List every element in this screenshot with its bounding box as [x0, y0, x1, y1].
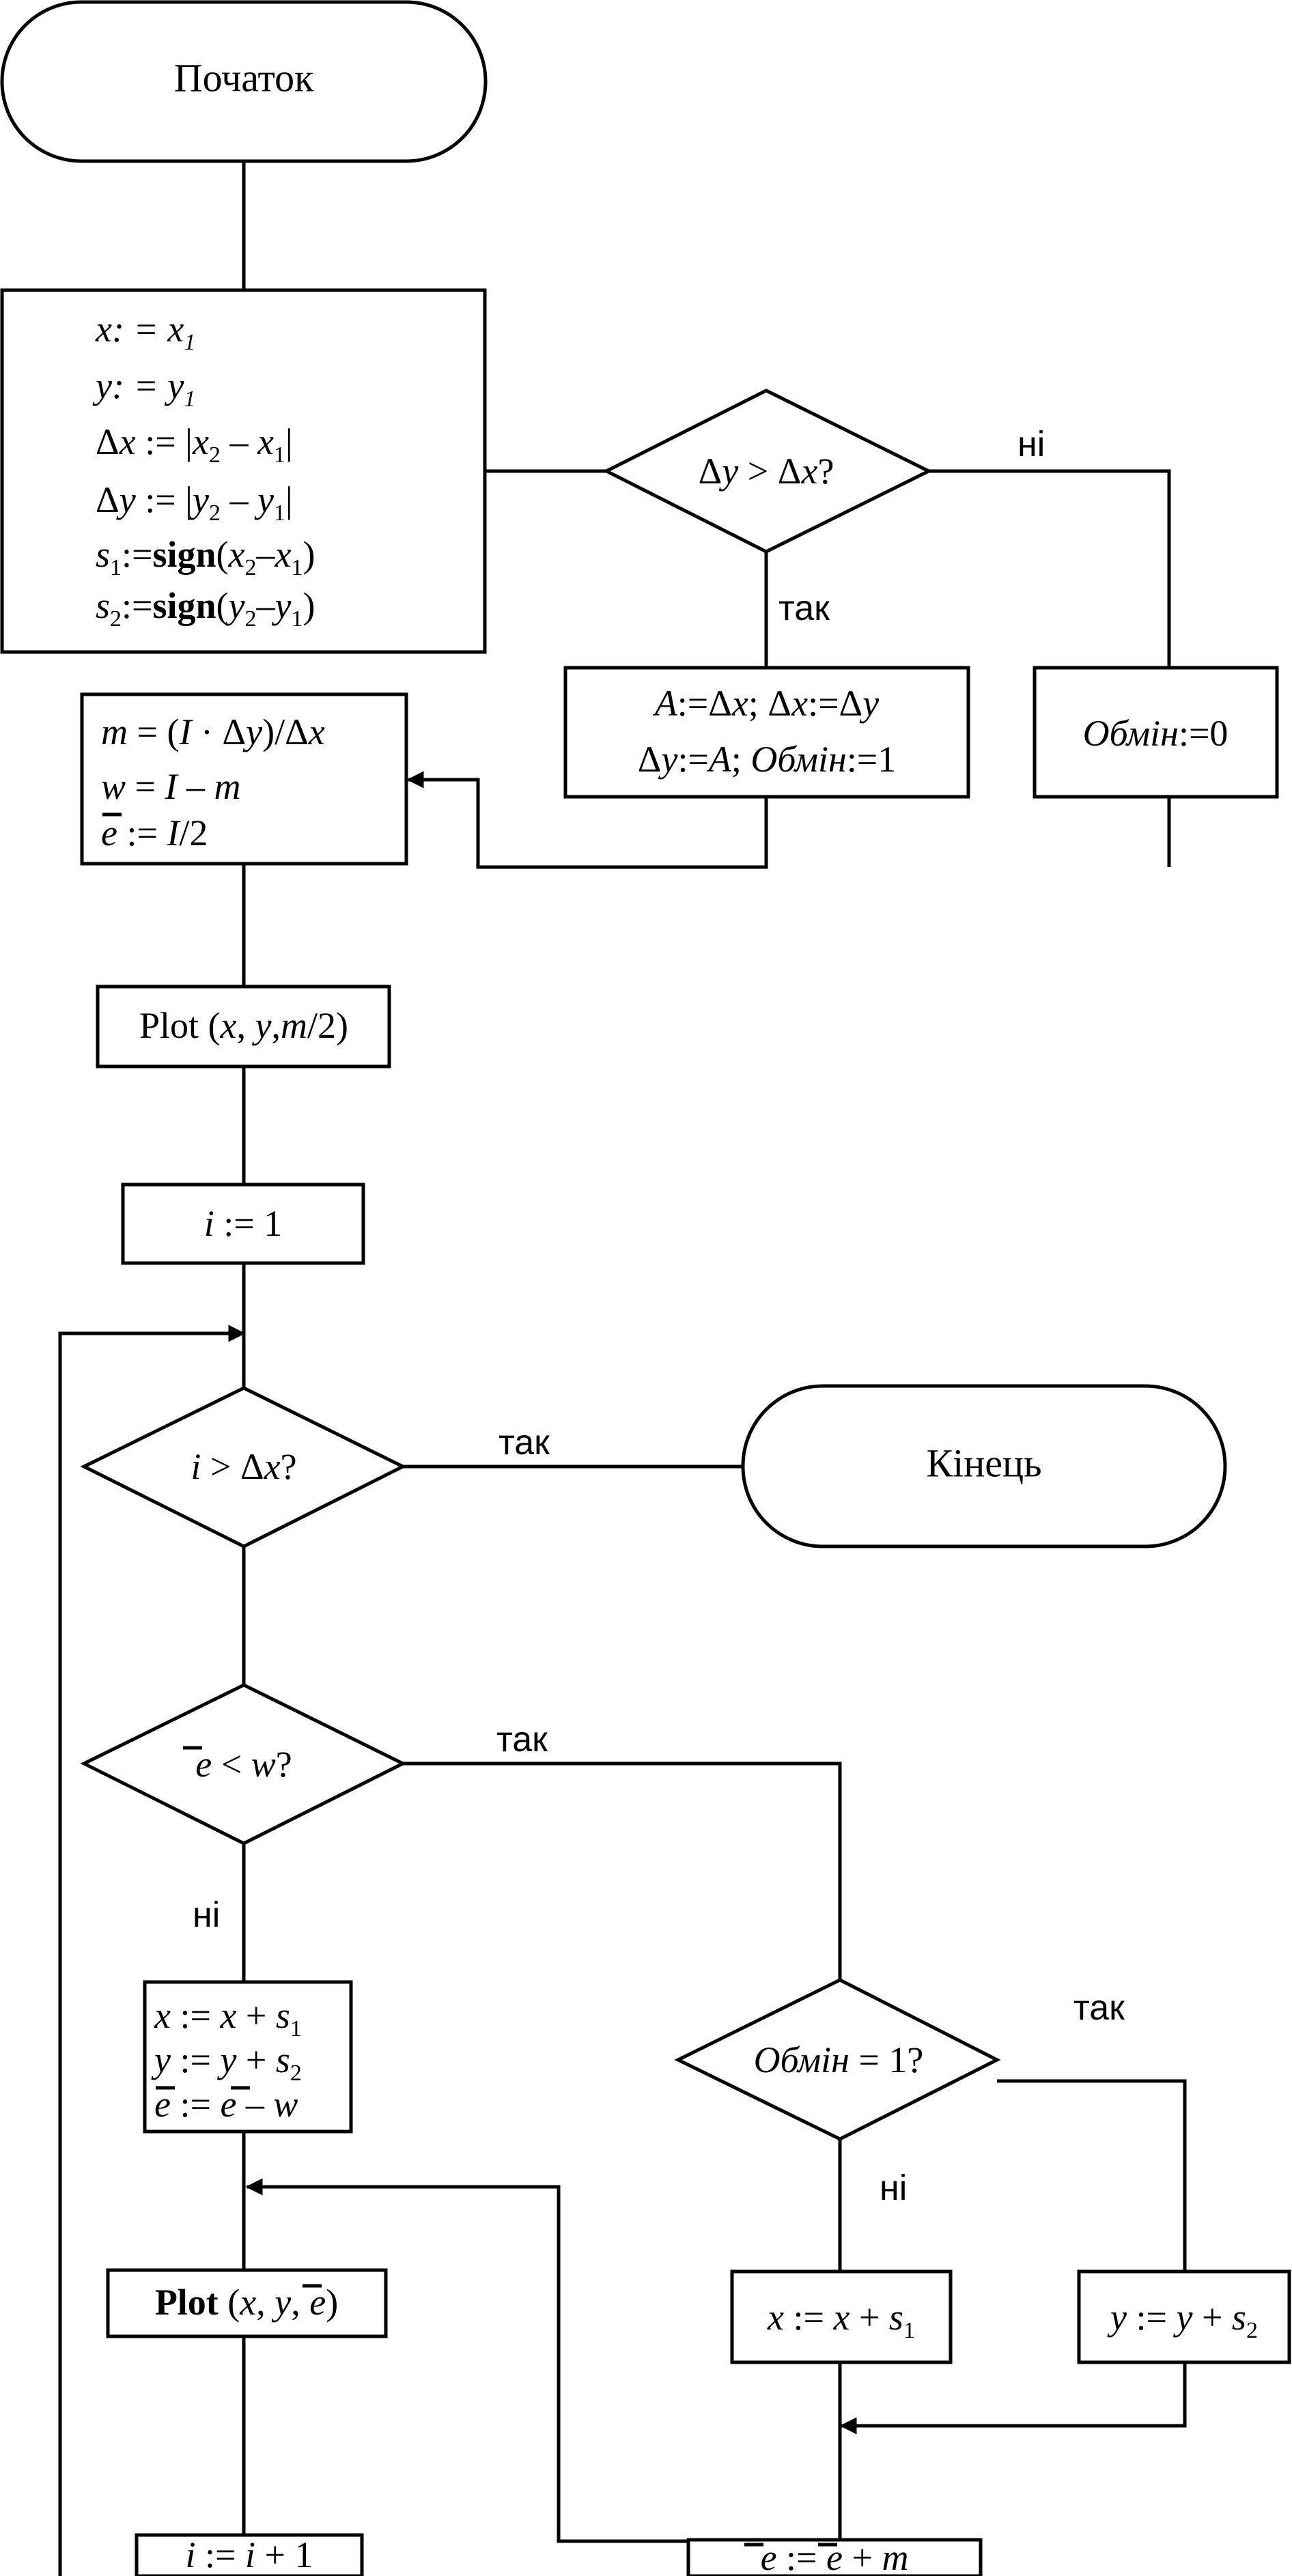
plot-1-block: Plot (x, y,m/2) [96, 985, 391, 1068]
swap-block: A:=Δx; Δx:=Δy Δy:=A; Обмін:=1 [563, 666, 970, 799]
decision-swap-eq-1: Обмін = 1? [674, 1978, 1001, 2141]
params-line-1: m = (I · Δy)/Δx [101, 711, 325, 752]
init-line-1: x: = x1 [95, 309, 195, 355]
start-terminal: Початок [0, 0, 488, 163]
params-line-2: w = I – m [101, 766, 240, 807]
i-inc-block: i := i + 1 [135, 2533, 364, 2576]
i-init-block: i := 1 [121, 1183, 365, 1265]
plot-1-text: Plot (x, y,m/2) [139, 1005, 348, 1046]
params-line-3: e := I/2 [101, 812, 208, 853]
init-block: x: = x1 y: = y1 Δx := |x2 – x1| Δy := |y… [0, 288, 487, 654]
e-inc-block: e := e + m [686, 2537, 983, 2576]
end-label: Кінець [926, 1441, 1041, 1485]
plot-2-block: Plot (x, y, e) [106, 2268, 388, 2338]
plot-2-text: Plot (x, y, e) [155, 2282, 338, 2323]
decision-4-no-label: ні [880, 2168, 907, 2208]
decision-1-yes-label: так [778, 589, 830, 628]
step-x-text: x := x + s1 [767, 2297, 915, 2343]
decision-3-no-label: ні [193, 1895, 220, 1935]
step-y-block: y := y + s2 [1077, 2269, 1291, 2364]
start-label: Початок [174, 55, 314, 100]
i-init-text: i := 1 [204, 1203, 282, 1244]
step-both-line-3: e := e – w [154, 2084, 298, 2125]
noswap-block: Обмін:=0 [1033, 666, 1279, 799]
i-inc-text: i := i + 1 [186, 2534, 313, 2575]
decision-1-no-label: ні [1017, 425, 1045, 464]
init-line-2: y: = y1 [92, 365, 195, 412]
swap-line-2: Δy:=A; Обмін:=1 [638, 739, 897, 780]
decision-3-text: e < w? [195, 1744, 292, 1785]
init-line-4: Δy := |y2 – y1| [96, 479, 293, 526]
step-both-block: x := x + s1 y := y + s2 e := e – w [143, 1980, 353, 2134]
init-line-3: Δx := |x2 – x1| [96, 421, 293, 468]
decision-2-text: i > Δx? [191, 1446, 296, 1487]
decision-e-lt-w: e < w? [80, 1683, 407, 1845]
step-y-text: y := y + s2 [1107, 2297, 1258, 2343]
decision-2-yes-label: так [498, 1423, 550, 1462]
init-line-6: s2:=sign(y2–y1) [96, 585, 315, 632]
decision-4-yes-label: так [1073, 1988, 1125, 2028]
step-both-line-1: x := x + s1 [154, 1995, 302, 2041]
noswap-text: Обмін:=0 [1083, 713, 1228, 754]
decision-3-yes-label: так [496, 1720, 548, 1759]
decision-i-gt-dx: i > Δx? [80, 1386, 407, 1548]
init-line-5: s1:=sign(x2–x1) [96, 534, 315, 580]
decision-1-text: Δy > Δx? [699, 451, 834, 492]
connectors [58, 161, 1187, 2576]
end-terminal: Кінець [741, 1384, 1227, 1548]
decision-4-text: Обмін = 1? [754, 2039, 924, 2080]
step-x-block: x := x + s1 [730, 2269, 953, 2364]
decision-dy-gt-dx: Δy > Δx? [602, 388, 933, 554]
step-both-line-2: y := y + s2 [151, 2039, 302, 2086]
params-block: m = (I · Δy)/Δx w = I – m e := I/2 [80, 692, 408, 866]
swap-line-1: A:=Δx; Δx:=Δy [653, 683, 880, 724]
